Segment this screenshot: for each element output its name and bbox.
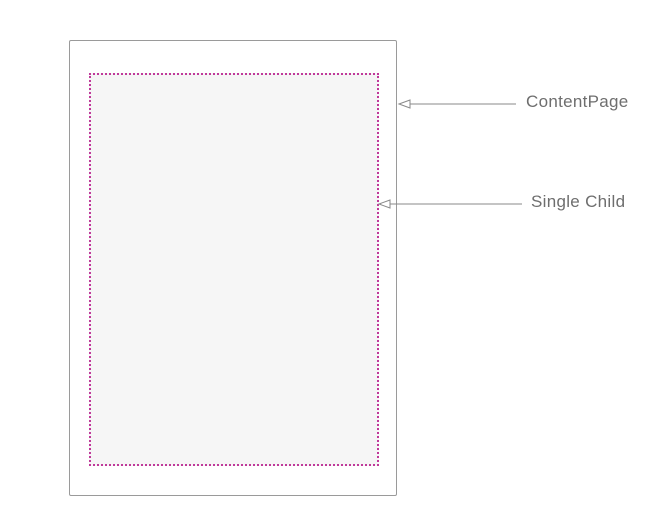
content-page-arrowhead-icon — [397, 99, 411, 109]
content-page-label: ContentPage — [526, 92, 629, 111]
single-child-arrowhead-icon — [377, 199, 391, 209]
single-child-box — [89, 73, 379, 466]
single-child-label: Single Child — [531, 192, 626, 211]
single-child-callout — [377, 199, 522, 209]
content-page-callout — [397, 99, 516, 109]
